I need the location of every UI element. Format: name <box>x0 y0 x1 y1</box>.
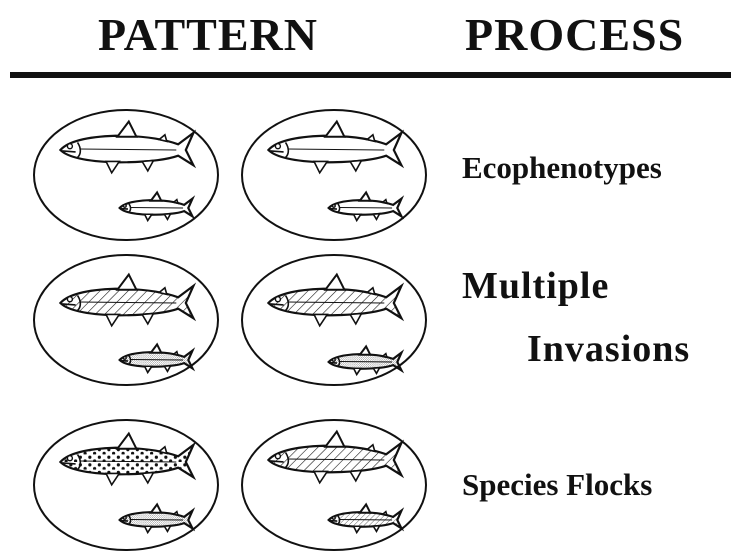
process-label-invasions: Invasions <box>527 327 690 371</box>
process-label-multiple: Multiple <box>462 264 609 308</box>
small-fish-stippled-icon <box>120 344 193 372</box>
large-fish-hatched-icon <box>268 432 401 483</box>
small-fish-stippled-icon <box>120 504 193 532</box>
process-label-species-flocks: Species Flocks <box>462 467 652 503</box>
large-fish-plain-icon <box>268 122 401 173</box>
small-fish-plain-icon <box>329 192 402 220</box>
process-label-ecophenotypes: Ecophenotypes <box>462 150 662 186</box>
small-fish-hatched-icon <box>329 504 402 532</box>
small-fish-plain-icon <box>120 192 193 220</box>
large-fish-plain-icon <box>60 122 193 173</box>
large-fish-hatched-icon <box>60 275 193 326</box>
large-fish-spotted-icon <box>60 434 193 485</box>
large-fish-hatched-icon <box>268 275 401 326</box>
